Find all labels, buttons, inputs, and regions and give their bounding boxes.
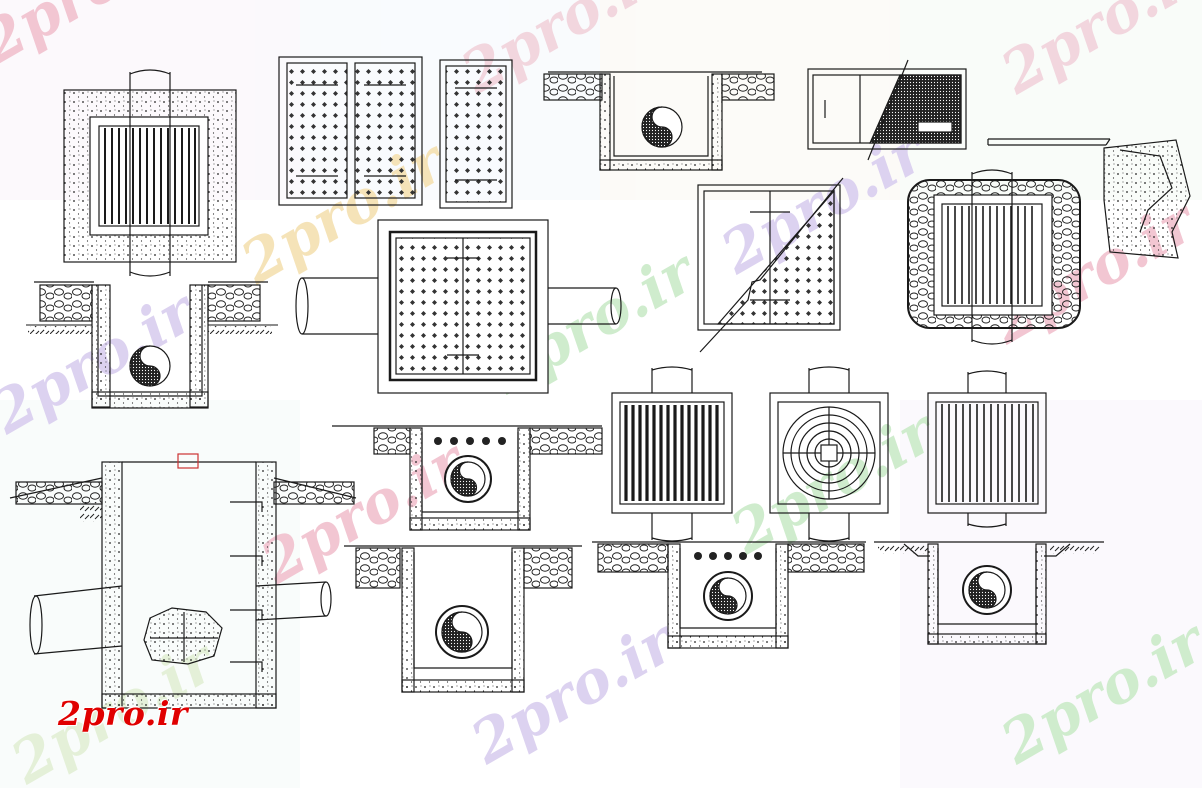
small-cover-plan [807, 59, 967, 161]
grated-pit-plan-1 [63, 69, 237, 277]
pit-section-4 [344, 545, 582, 693]
grate-plan-circular [769, 366, 889, 542]
pit-section-3 [332, 425, 603, 531]
cover-with-break-line [697, 177, 844, 353]
brand-logo: 2pro.ir [58, 694, 188, 733]
manhole-plan-with-pipes [295, 219, 622, 394]
pit-section-5 [592, 541, 866, 649]
grate-plan-bars [927, 370, 1047, 528]
pit-section-2 [543, 71, 775, 171]
single-cover-plan [439, 59, 513, 209]
grate-plan-bars-dark [611, 366, 733, 542]
pit-section-6 [874, 541, 1104, 645]
double-cover-plan [278, 56, 423, 206]
pit-section-1 [26, 281, 278, 409]
deep-manhole-section [9, 453, 357, 709]
grated-pit-plan-gravel [907, 169, 1081, 345]
gutter-edge-detail [987, 138, 1191, 259]
